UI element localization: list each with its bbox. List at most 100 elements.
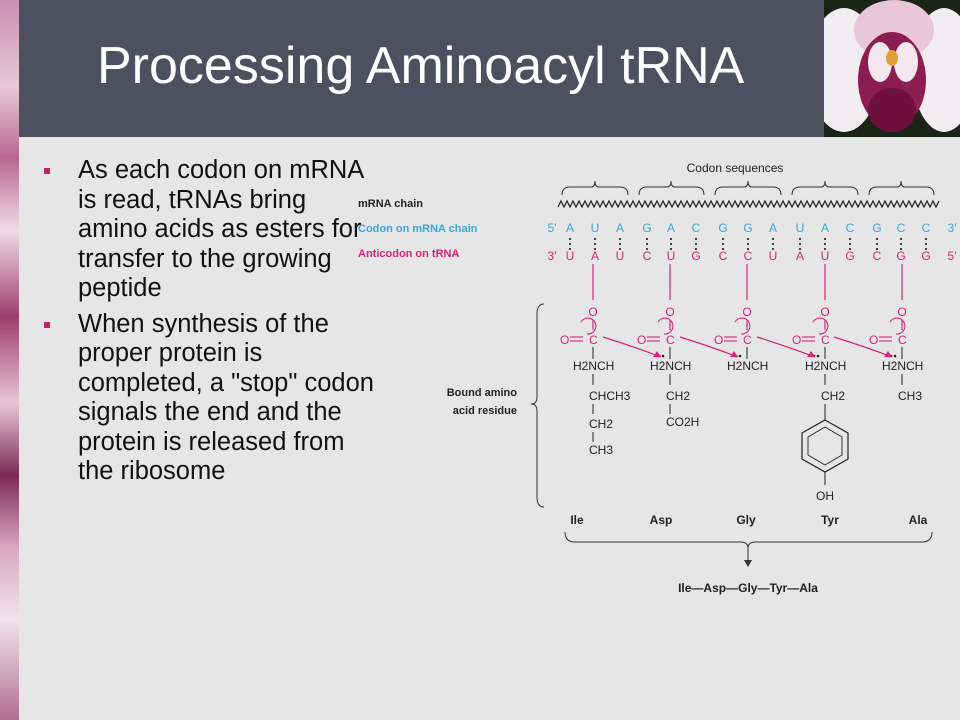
codon-base: G (743, 221, 752, 235)
bullet-item: As each codon on mRNA is read, tRNAs bri… (40, 156, 375, 304)
alpha-amine: H2NCH (573, 359, 614, 373)
pair-dot (669, 247, 673, 251)
anticodon-base: U (667, 249, 676, 263)
codon-five-prime: 5′ (548, 221, 558, 235)
anticodon-base: C (873, 249, 882, 263)
ala-side-chain: CH3 (898, 374, 922, 403)
pair-dot (798, 247, 802, 251)
carbonyl-oxygen: O (869, 333, 878, 347)
pair-dot (746, 237, 750, 241)
asp-co2h: CO2H (666, 415, 699, 429)
curved-arrow (812, 317, 829, 335)
ester-carbon: C (666, 333, 675, 347)
pair-dot (771, 247, 775, 251)
lone-pair-dot (661, 354, 665, 358)
pair-dot (593, 237, 597, 241)
ester-carbon: C (821, 333, 830, 347)
anticodon-base: A (796, 249, 804, 263)
bound-label-line-2: acid residue (453, 405, 517, 417)
pair-dot (618, 247, 622, 251)
pair-dot (669, 242, 673, 246)
mrna-chain (557, 199, 940, 209)
pair-dot (618, 242, 622, 246)
alpha-amine: H2NCH (805, 359, 846, 373)
ester-carbon: C (589, 333, 598, 347)
pair-dot (568, 242, 572, 246)
ile-ch3: CH3 (589, 443, 613, 457)
anticodon-label: Anticodon on tRNA (358, 248, 459, 260)
mrna-chain-label: mRNA chain (358, 198, 423, 210)
carbonyl-oxygen: O (792, 333, 801, 347)
codon-base: G (718, 221, 727, 235)
codon-base: G (872, 221, 881, 235)
pair-dot (618, 237, 622, 241)
anticodon-base: G (921, 249, 930, 263)
pair-dot (848, 247, 852, 251)
pair-dot (645, 242, 649, 246)
pair-dot (568, 237, 572, 241)
lone-pair-dot (816, 354, 820, 358)
pair-dot (899, 237, 903, 241)
residue-bracket (564, 531, 933, 549)
pair-dot (721, 247, 725, 251)
pair-dot (694, 237, 698, 241)
side-chains: CHCH3 CH2 CH3 CH2 CO2H CH2 OH CH3 (589, 374, 922, 503)
anticodon-base: U (821, 249, 830, 263)
ester-carbon: C (898, 333, 907, 347)
orchid-strip-left (0, 0, 19, 720)
ile-chch3: CHCH3 (589, 389, 631, 403)
pair-dot (694, 247, 698, 251)
asp-side-chain: CH2 CO2H (666, 374, 699, 429)
codon-base: G (642, 221, 651, 235)
bullet-marker (44, 321, 50, 328)
pair-dot (798, 237, 802, 241)
anticodon-base: G (691, 249, 700, 263)
anticodon-base: A (591, 249, 599, 263)
curved-arrow (580, 317, 597, 335)
alpha-amine: H2NCH (882, 359, 923, 373)
codon-label: Codon on mRNA chain (358, 223, 478, 235)
ester-carbon: C (743, 333, 752, 347)
codon-base: A (821, 221, 829, 235)
ester-oxygen: O (588, 305, 597, 319)
carbonyl-oxygen: O (714, 333, 723, 347)
anticodon-base: C (744, 249, 753, 263)
anticodon-base: C (643, 249, 652, 263)
pair-dot (721, 242, 725, 246)
alpha-amine: H2NCH (727, 359, 768, 373)
bound-residue-bracket (530, 303, 545, 508)
pair-dot (823, 247, 827, 251)
bullet-list: As each codon on mRNA is read, tRNAs bri… (40, 156, 375, 493)
carbonyl-oxygen: O (637, 333, 646, 347)
residue-name: Ala (909, 513, 928, 527)
anticodon-base: G (845, 249, 854, 263)
bullet-marker (44, 168, 50, 174)
base-pair-dots (568, 237, 928, 251)
curved-arrow (889, 317, 906, 335)
codon-sequences-label: Codon sequences (687, 161, 784, 175)
transfer-arrowheads (653, 351, 892, 357)
pair-dot (899, 242, 903, 246)
codon-base: A (566, 221, 574, 235)
codon-base: A (616, 221, 624, 235)
anticodon-base: U (566, 249, 575, 263)
pair-dot (924, 247, 928, 251)
pair-dot (593, 247, 597, 251)
pair-dot (669, 237, 673, 241)
codon-base: C (897, 221, 906, 235)
pair-dot (721, 237, 725, 241)
residue-name: Tyr (821, 513, 839, 527)
pair-dot (746, 247, 750, 251)
bullet-text: When synthesis of the proper protein is … (78, 309, 374, 486)
title-bar: Processing Aminoacyl tRNA (19, 0, 824, 137)
pair-dot (875, 247, 879, 251)
anticodon-three-prime: 3′ (548, 249, 558, 263)
benzene-ring (801, 419, 849, 473)
